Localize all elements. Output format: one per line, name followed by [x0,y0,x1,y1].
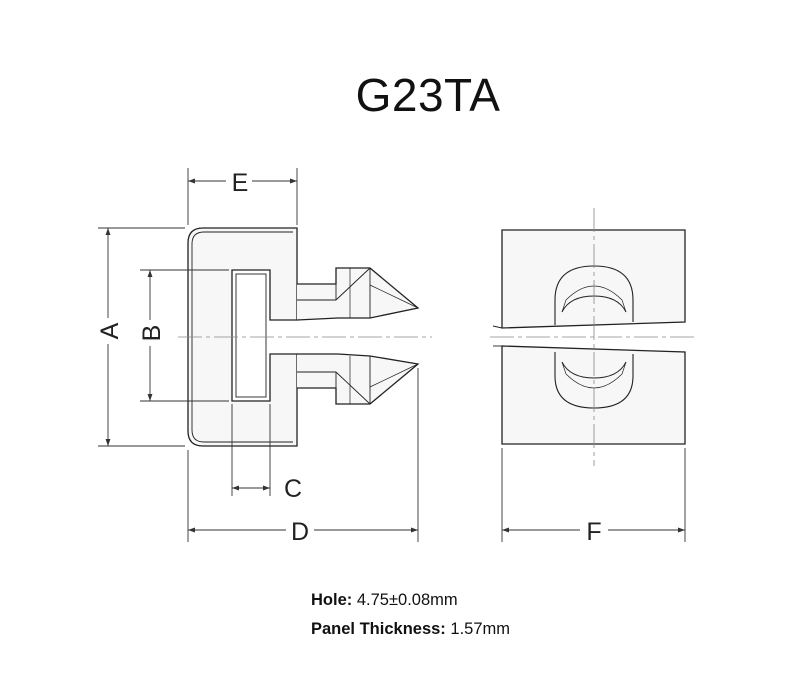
front-lower-body [501,345,686,445]
dim-label-d: D [291,518,309,546]
spec-panel-label: Panel Thickness: [311,620,446,638]
front-upper-body [501,229,686,329]
dim-label-e: E [232,169,249,197]
front-view [492,229,686,445]
part-title: G23TA [355,69,501,121]
spec-hole-value: 4.75±0.08mm [356,591,458,609]
spec-panel-value: 1.57mm [450,620,511,638]
dim-label-a: A [96,322,124,339]
dim-label-b: B [138,325,166,342]
slot-inner [235,273,267,398]
dim-label-f: F [586,518,601,546]
upper-prong [296,267,420,321]
lower-prong [297,353,420,405]
spec-hole-label: Hole: [311,591,353,609]
spec-hole: Hole: 4.75±0.08mm [311,591,458,610]
dim-label-c: C [284,475,302,503]
head-outline [187,227,298,447]
spec-panel-thickness: Panel Thickness: 1.57mm [311,620,510,639]
